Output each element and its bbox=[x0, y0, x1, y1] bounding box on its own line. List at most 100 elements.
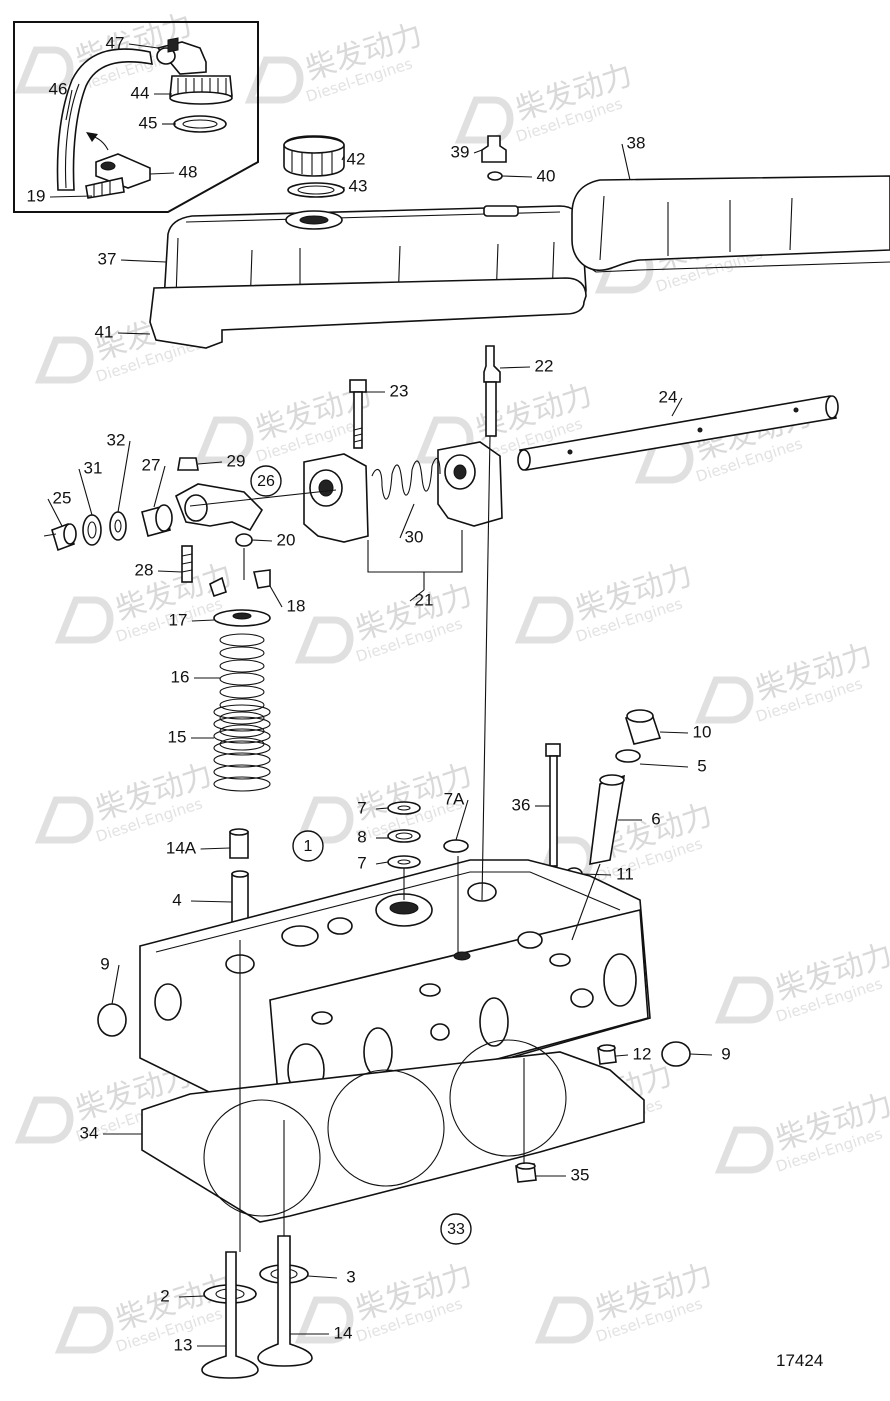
leader-line bbox=[197, 461, 223, 465]
inset-elbow-connector bbox=[156, 37, 207, 75]
leader-line bbox=[251, 539, 273, 542]
callout-circle bbox=[250, 465, 282, 497]
leader-line bbox=[65, 89, 73, 121]
leader-line bbox=[49, 195, 93, 198]
leader-line bbox=[128, 43, 159, 49]
leader-line bbox=[399, 503, 415, 539]
callout-label: 9 bbox=[721, 1044, 730, 1063]
oil-filler-cap-42 bbox=[283, 135, 345, 177]
leader-line bbox=[307, 1275, 338, 1279]
callout-label: 27 bbox=[142, 455, 161, 474]
leader-line bbox=[499, 366, 531, 369]
watermark-logo-icon bbox=[14, 1096, 74, 1144]
callout-label: 34 bbox=[80, 1123, 99, 1142]
leader-line bbox=[153, 465, 166, 508]
cap-25 bbox=[51, 522, 77, 552]
callout-label: 35 bbox=[571, 1165, 590, 1184]
callout-label: 6 bbox=[651, 809, 660, 828]
nut-39 bbox=[481, 135, 507, 163]
outer-spring-coil bbox=[213, 752, 271, 768]
inset-bracket bbox=[85, 153, 151, 199]
gasket-41 bbox=[149, 277, 587, 349]
watermark-logo-icon bbox=[454, 96, 514, 144]
callout-label: 23 bbox=[390, 381, 409, 400]
callout-label: 21 bbox=[415, 590, 434, 609]
head-gasket-34 bbox=[141, 1039, 645, 1223]
leader-line bbox=[375, 861, 389, 865]
plug-9-left bbox=[97, 1003, 127, 1037]
leader-line bbox=[269, 585, 283, 608]
valve-13 bbox=[201, 1251, 259, 1379]
callout-circle bbox=[440, 1213, 472, 1245]
callout-label: 2 bbox=[160, 1286, 169, 1305]
callout-label: 32 bbox=[107, 430, 126, 449]
inset-cap bbox=[169, 75, 233, 105]
stud-22 bbox=[483, 345, 501, 437]
callout-label: 7 bbox=[357, 853, 366, 872]
callout-label: 28 bbox=[135, 560, 154, 579]
watermark-logo-icon bbox=[54, 596, 114, 644]
circled-callout-label: 26 bbox=[257, 473, 275, 490]
callout-label: 41 bbox=[95, 322, 114, 341]
watermark-logo-icon bbox=[534, 1296, 594, 1344]
leader-line bbox=[615, 1054, 629, 1057]
leader-line bbox=[190, 900, 233, 903]
callout-label: 47 bbox=[106, 33, 125, 52]
leader-line bbox=[191, 619, 215, 622]
bushing-27 bbox=[141, 504, 173, 537]
callout-label: 13 bbox=[174, 1335, 193, 1354]
nut-29 bbox=[177, 457, 199, 471]
outer-spring-coil bbox=[213, 764, 271, 780]
inner-spring-coil bbox=[219, 659, 265, 673]
callout-label: 4 bbox=[172, 890, 181, 909]
callout-label: 3 bbox=[346, 1267, 355, 1286]
bolt-36 bbox=[545, 743, 561, 867]
leader-line bbox=[47, 498, 63, 527]
leader-line bbox=[409, 589, 425, 602]
watermark-logo-icon bbox=[54, 1306, 114, 1354]
rocker-bracket-right bbox=[437, 441, 503, 527]
inset-frame bbox=[13, 21, 259, 213]
callout-label: 25 bbox=[53, 488, 72, 507]
spring-30 bbox=[371, 457, 441, 500]
watermark-logo-icon bbox=[294, 1296, 354, 1344]
outer-spring-coil bbox=[213, 740, 271, 756]
watermark-logo-icon bbox=[694, 676, 754, 724]
callout-label: 42 bbox=[347, 149, 366, 168]
callout-label: 19 bbox=[27, 186, 46, 205]
callout-label: 39 bbox=[451, 142, 470, 161]
watermark-logo-icon bbox=[244, 56, 304, 104]
callout-label: 30 bbox=[405, 527, 424, 546]
callout-label: 7 bbox=[357, 798, 366, 817]
callout-label: 5 bbox=[697, 756, 706, 775]
leader-line bbox=[157, 570, 183, 573]
callout-label: 43 bbox=[349, 176, 368, 195]
seal-5 bbox=[615, 749, 641, 763]
callout-label: 15 bbox=[168, 727, 187, 746]
callout-label: 40 bbox=[537, 166, 556, 185]
inner-spring-coil bbox=[219, 711, 265, 725]
callout-label: 18 bbox=[287, 596, 306, 615]
inner-spring-coil bbox=[219, 685, 265, 699]
retainer-17 bbox=[213, 609, 271, 627]
leader-line bbox=[341, 155, 345, 161]
inner-spring-coil bbox=[219, 724, 265, 738]
inner-spring-coil bbox=[219, 737, 265, 751]
valve-14 bbox=[257, 1235, 313, 1367]
leader-line bbox=[501, 175, 533, 178]
callout-label: 7A bbox=[444, 789, 465, 808]
watermark-logo-icon bbox=[714, 976, 774, 1024]
rocker-bracket-left bbox=[303, 453, 369, 543]
callout-label: 36 bbox=[512, 795, 531, 814]
callout-leaders bbox=[47, 43, 713, 1347]
leader-line bbox=[473, 149, 483, 154]
watermark-logo-icon bbox=[194, 416, 254, 464]
plug-12 bbox=[597, 1044, 617, 1065]
assembly-lines bbox=[43, 435, 601, 1252]
inset-breather-hose bbox=[56, 48, 153, 191]
inset-arrow-icon bbox=[86, 132, 109, 151]
callout-label: 16 bbox=[171, 667, 190, 686]
